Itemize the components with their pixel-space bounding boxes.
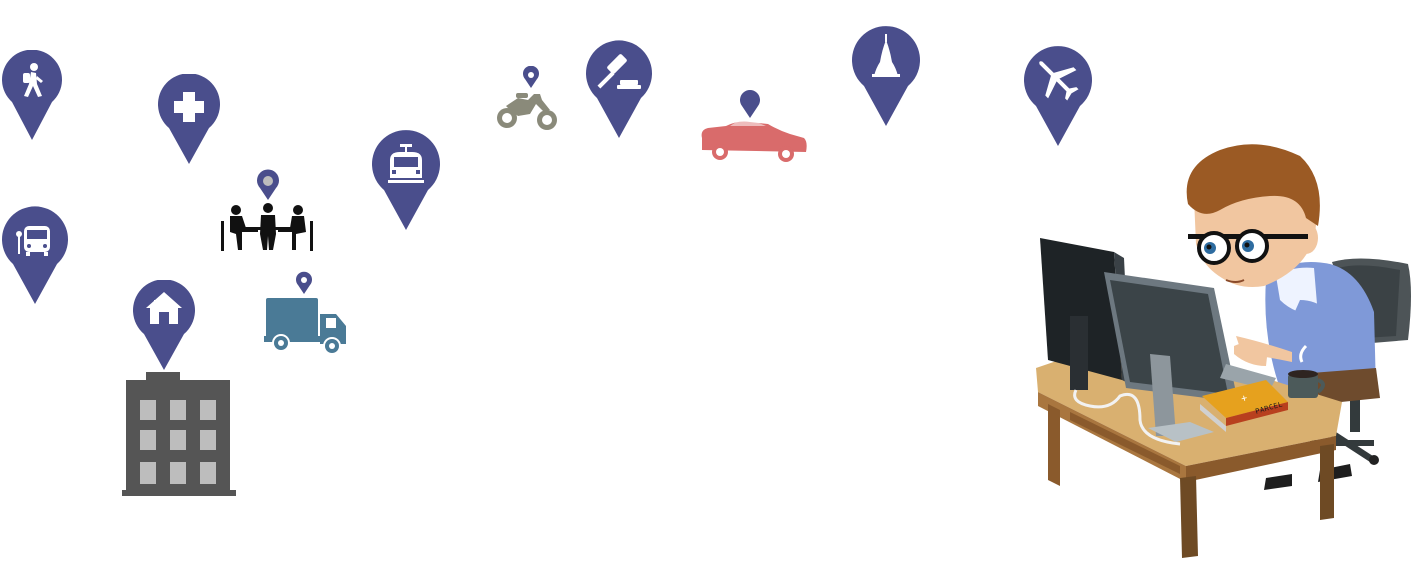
delivery-truck (262, 270, 352, 360)
pin-monument (850, 26, 922, 128)
car-icon (701, 119, 807, 162)
svg-text:+: + (1240, 393, 1249, 405)
motorcycle (494, 66, 562, 136)
pin-hiker (0, 50, 64, 142)
monitor-front (1104, 272, 1238, 442)
pin-hospital (157, 74, 221, 166)
bus-stop-icon (16, 226, 50, 256)
car (698, 90, 810, 170)
head (1186, 144, 1320, 287)
office-building (120, 372, 238, 500)
airplane-icon (1039, 61, 1079, 101)
people-at-table-icon (221, 203, 313, 251)
small-pin-icon (257, 169, 279, 200)
meeting-group (218, 166, 318, 256)
pin-bus-stop (0, 206, 70, 306)
small-pin-icon (296, 271, 312, 294)
truck-icon (264, 298, 346, 355)
pin-house (132, 280, 196, 372)
books: + (1200, 380, 1288, 432)
pin-airplane (1022, 46, 1094, 148)
pin-gavel (584, 40, 654, 140)
coffee-cup (1288, 344, 1325, 398)
programmer-illustration: + PARCEL (1030, 140, 1420, 560)
gavel-icon (597, 54, 641, 89)
train-icon (388, 144, 424, 183)
small-pin-icon (740, 90, 760, 118)
hiker-icon (23, 63, 43, 97)
monument-icon (872, 34, 900, 77)
house-icon (146, 292, 182, 324)
hospital-cross-icon (174, 92, 204, 122)
small-pin-icon (523, 66, 539, 88)
motorcycle-icon (497, 93, 557, 130)
pin-train (370, 130, 442, 232)
